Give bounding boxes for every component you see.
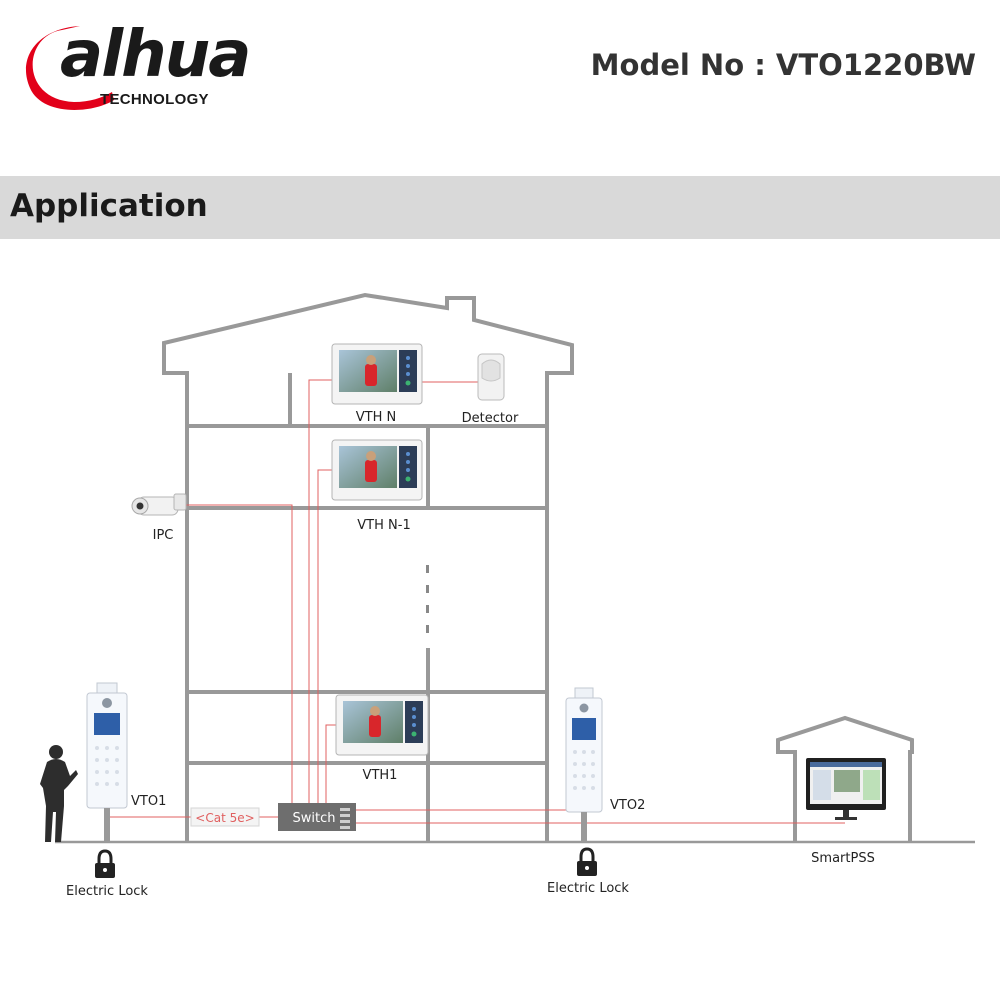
ipc-label: IPC [153, 528, 174, 543]
cat5e-label: <Cat 5e> [195, 811, 254, 825]
detector-label: Detector [462, 411, 519, 426]
model-number: Model No : VTO1220BW [590, 48, 976, 82]
small-house-outline [776, 715, 914, 842]
vto2-label: VTO2 [610, 798, 645, 813]
vto2-door-station [565, 687, 603, 842]
logo-wordmark: alhua [60, 18, 251, 92]
ipc-camera [131, 493, 187, 516]
logo-swoosh-icon [25, 26, 114, 110]
lock-icon [95, 849, 115, 878]
vth-n-1-label: VTH N-1 [357, 518, 410, 533]
building-outline [162, 292, 574, 842]
vto1-label: VTO1 [131, 794, 166, 809]
smartpss-monitor [806, 758, 886, 820]
vth1-monitor [335, 694, 429, 756]
vth-n-monitor [331, 343, 423, 405]
network-cables [106, 379, 845, 824]
motion-detector [477, 353, 505, 401]
vth-n-1-monitor [331, 439, 423, 501]
vto1-door-station [86, 682, 128, 842]
section-header: Application [0, 176, 1000, 239]
electric-lock-label-2: Electric Lock [547, 881, 629, 896]
vth1-label: VTH1 [363, 768, 398, 783]
switch-label: Switch [293, 811, 336, 826]
cat5e-tag [190, 807, 260, 827]
person-silhouette [40, 745, 78, 842]
logo-tagline: TECHNOLOGY [100, 91, 209, 108]
application-diagram: VTH N Detector VTH N-1 IPC VTH1 VTO1 <Ca… [40, 292, 975, 899]
smartpss-label: SmartPSS [811, 851, 875, 866]
electric-lock-label-1: Electric Lock [66, 884, 148, 899]
vth-n-label: VTH N [356, 410, 396, 425]
floor-dots [426, 565, 429, 633]
lock-icon [577, 847, 597, 876]
network-switch [278, 803, 356, 831]
dahua-logo: alhua TECHNOLOGY [22, 18, 312, 117]
section-title: Application [10, 188, 208, 224]
